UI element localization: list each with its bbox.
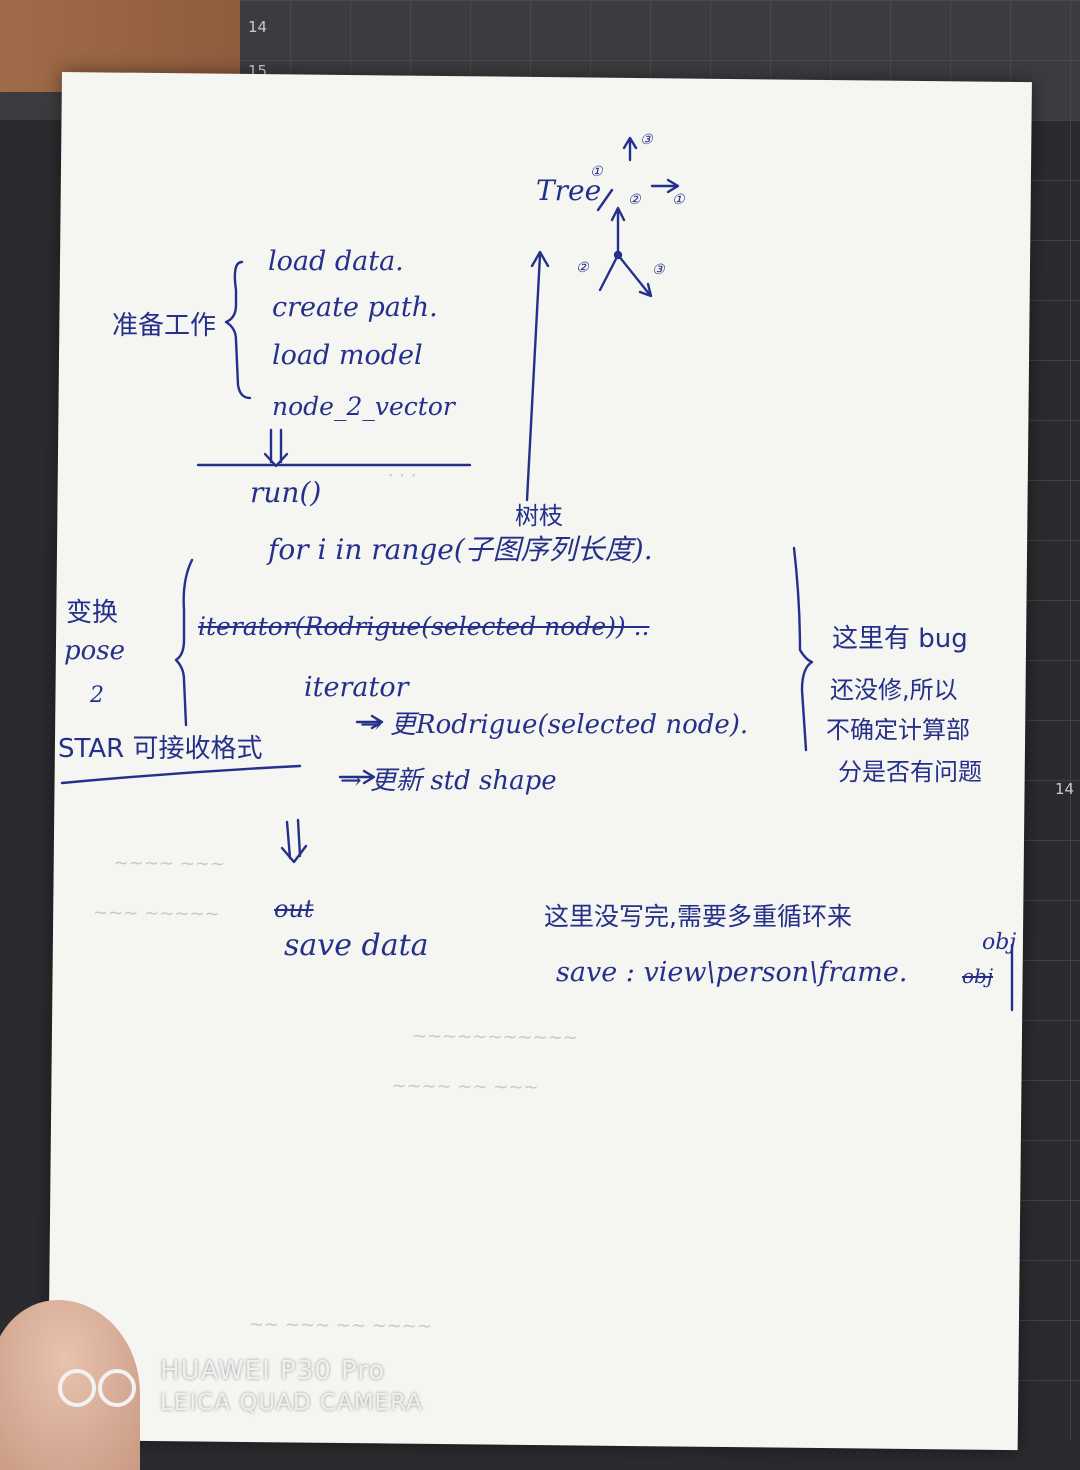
bug-note: 这里有 bug	[832, 624, 968, 654]
struck-iterator-line: iterator(Rodrigue(selected node)) ..	[198, 612, 650, 641]
bracket	[792, 546, 814, 752]
iterator-line: iterator	[304, 672, 409, 703]
arrow-head	[530, 250, 550, 268]
tree-edge	[598, 253, 620, 292]
tree-mark: ②	[628, 192, 641, 208]
prep-step: load data.	[268, 246, 404, 277]
update-line: → 更新 std shape	[340, 766, 557, 796]
mat-number: 14	[1055, 780, 1075, 798]
tree-mark: ①	[590, 164, 603, 180]
prep-step: create path.	[272, 292, 438, 323]
for-annotation: 树枝	[515, 502, 563, 530]
tree-edge	[596, 188, 614, 212]
leica-rings-logo	[58, 1369, 136, 1407]
arrow-head	[362, 769, 376, 785]
arrow-head	[638, 282, 653, 298]
save-ext-new: obj	[982, 930, 1017, 955]
save-ext-struck: obj	[962, 964, 994, 988]
transform-label: 变换	[66, 598, 119, 628]
watermark-line1: HUAWEI P30 Pro	[160, 1356, 386, 1386]
transform-label: pose	[64, 636, 126, 666]
brace	[224, 260, 252, 400]
tree-edge	[616, 253, 652, 297]
star-format-label: STAR 可接收格式	[58, 734, 263, 764]
prep-step: load model	[272, 340, 423, 371]
mat-number: 14	[248, 18, 268, 36]
tree-mark: ①	[672, 192, 685, 208]
arrow-head	[622, 136, 638, 150]
rodrigue-line: → 更Rodrigue(selected node).	[360, 710, 749, 740]
arrow-head	[370, 714, 384, 730]
down-arrow	[285, 820, 292, 860]
bug-note: 不确定计算部	[826, 716, 970, 744]
arrow-head	[280, 844, 308, 864]
save-line: save : view\person\frame.	[556, 957, 908, 988]
tree-mark: ②	[576, 260, 589, 276]
down-arrow	[296, 818, 302, 858]
arrow-head	[666, 178, 680, 194]
save-data: save data	[284, 928, 429, 963]
tree-mark: ③	[652, 262, 665, 278]
brace	[174, 558, 194, 727]
tree-label: Tree	[536, 174, 602, 207]
for-line: for i in range(子图序列长度).	[268, 533, 653, 566]
transform-label: 2	[90, 683, 104, 708]
watermark-line2: LEICA QUAD CAMERA	[160, 1390, 423, 1416]
prep-step: node_2_vector	[272, 392, 455, 421]
out-struck: out	[274, 895, 314, 923]
tree-mark: ③	[640, 132, 653, 148]
arrow-head	[610, 206, 626, 222]
run-line: run()	[250, 476, 322, 509]
bug-note: 还没修,所以	[830, 676, 958, 704]
bug-note: 分是否有问题	[838, 758, 982, 786]
connector-arrow	[525, 253, 542, 502]
underline	[60, 764, 302, 785]
unfinished-note: 这里没写完,需要多重循环来	[544, 902, 852, 931]
tree-node	[613, 250, 623, 260]
prep-label: 准备工作	[112, 311, 217, 341]
ink-strokes	[60, 136, 1014, 1012]
